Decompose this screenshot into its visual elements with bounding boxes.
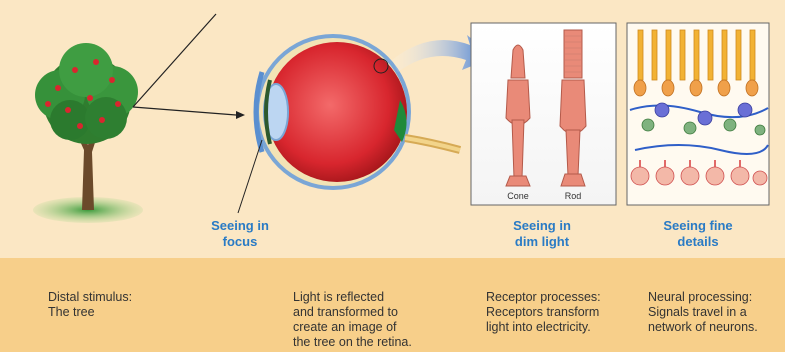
description-line: The tree [48,305,198,320]
description-line: Distal stimulus: [48,290,198,305]
description-line: and transformed to [293,305,453,320]
caption-line: dim light [492,234,592,250]
description-receptor-processes: Receptor processes: Receptors transform … [486,290,626,335]
caption-seeing-in-dim-light: Seeing in dim light [492,218,592,250]
description-line: Neural processing: [648,290,783,305]
ray-arrowhead [236,111,245,119]
cone-label: Cone [507,191,529,201]
description-line: light into electricity. [486,320,626,335]
description-line: Light is reflected [293,290,453,305]
receptor-box: Cone Rod [471,23,616,205]
tree-illustration [33,43,143,223]
light-rays [133,14,236,115]
description-line: Receptors transform [486,305,626,320]
neural-network-box [627,23,769,205]
eye-illustration [238,34,460,213]
caption-line: Seeing in [492,218,592,234]
caption-seeing-in-focus: Seeing in focus [190,218,290,250]
description-line: the tree on the retina. [293,335,453,350]
description-neural-processing: Neural processing: Signals travel in a n… [648,290,783,335]
description-line: create an image of [293,320,453,335]
description-line: network of neurons. [648,320,783,335]
description-line: Signals travel in a [648,305,783,320]
caption-line: Seeing fine [648,218,748,234]
description-distal-stimulus: Distal stimulus: The tree [48,290,198,320]
description-light-reflected: Light is reflected and transformed to cr… [293,290,453,350]
caption-line: details [648,234,748,250]
description-line: Receptor processes: [486,290,626,305]
rod-label: Rod [565,191,582,201]
caption-line: Seeing in [190,218,290,234]
caption-seeing-fine-details: Seeing fine details [648,218,748,250]
caption-line: focus [190,234,290,250]
